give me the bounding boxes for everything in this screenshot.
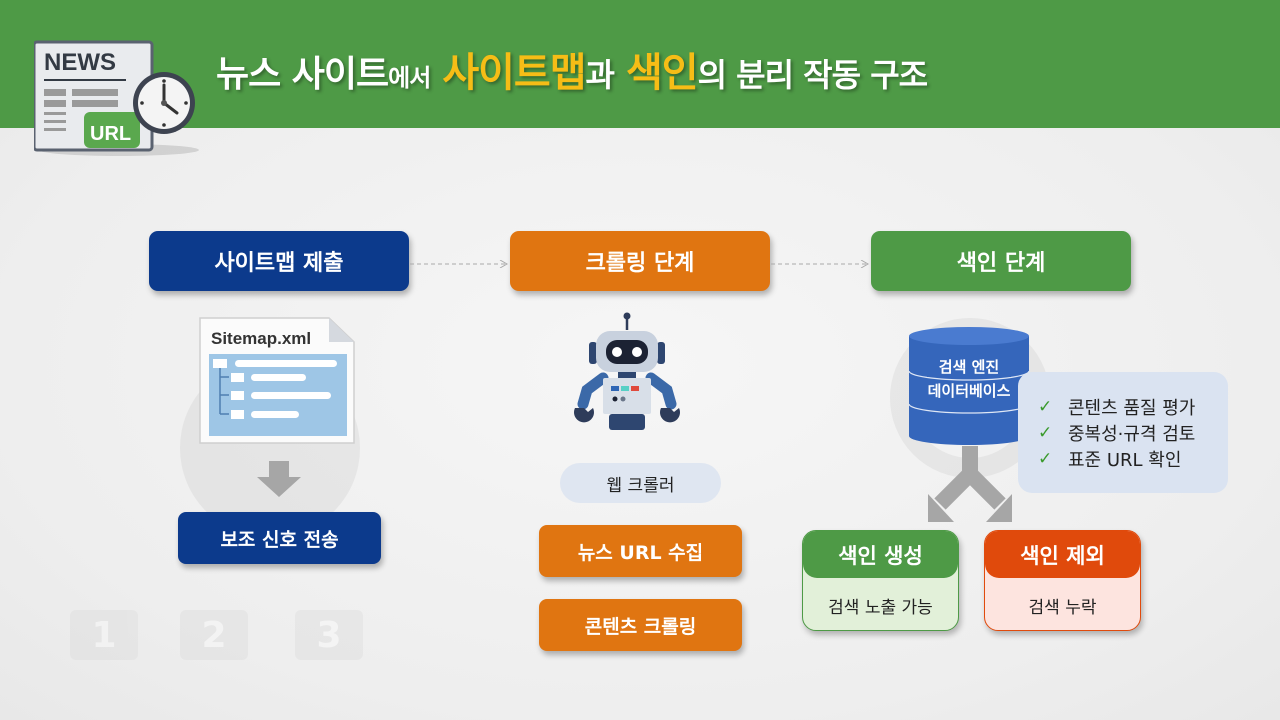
title-part-from: 에서 <box>388 64 431 92</box>
title-part-and: 과 <box>585 56 615 94</box>
title-highlight-index: 색인 <box>625 50 699 96</box>
stage-indexing: 색인 단계 <box>871 231 1131 291</box>
database-label-line2: 데이터베이스 <box>928 382 1011 400</box>
stage-sitemap-submission: 사이트맵 제출 <box>149 231 409 291</box>
dashed-arrow-icon <box>771 260 870 268</box>
title-highlight-sitemap: 사이트맵 <box>442 50 586 96</box>
outcome-indexed-card: 색인 생성 검색 노출 가능 <box>802 530 959 631</box>
bg-step-2: 2 <box>180 610 248 660</box>
database-label-line1: 검색 엔진 <box>939 358 999 376</box>
outcome-excluded-desc: 검색 누락 <box>1028 597 1097 618</box>
step-crawl-content: 콘텐츠 크롤링 <box>539 599 742 651</box>
criteria-item: ✓ 중복성·규격 검토 <box>1038 420 1228 446</box>
checkmark-icon: ✓ <box>1038 397 1053 417</box>
sitemap-filename: Sitemap.xml <box>211 329 311 348</box>
bg-step-1: 1 <box>70 610 138 660</box>
checkmark-icon: ✓ <box>1038 423 1053 443</box>
logo-url-text: URL <box>90 123 131 145</box>
outcome-excluded-title: 색인 제외 <box>985 531 1140 578</box>
split-arrow-icon <box>928 446 1012 522</box>
criteria-item: ✓ 콘텐츠 품질 평가 <box>1038 394 1228 420</box>
title-part-news-site: 뉴스 사이트 <box>216 54 389 95</box>
criteria-item: ✓ 표준 URL 확인 <box>1038 446 1228 472</box>
stage-crawling: 크롤링 단계 <box>510 231 770 291</box>
bg-step-3: 3 <box>295 610 363 660</box>
step-collect-news-url: 뉴스 URL 수집 <box>539 525 742 577</box>
outcome-indexed-title: 색인 생성 <box>803 531 958 578</box>
page-title: 뉴스 사이트 에서 사이트맵 과 색인 의 분리 작동 구조 <box>216 40 929 100</box>
outcome-indexed-desc: 검색 노출 가능 <box>828 597 933 618</box>
criteria-label: 표준 URL 확인 <box>1068 450 1182 471</box>
sitemap-file-icon: Sitemap.xml <box>199 317 355 444</box>
auxiliary-signal-box: 보조 신호 전송 <box>178 512 381 564</box>
title-part-rest: 의 분리 작동 구조 <box>697 56 929 94</box>
dashed-arrow-icon <box>410 260 509 268</box>
web-crawler-robot-icon <box>574 312 680 430</box>
search-engine-database-icon: 검색 엔진 데이터베이스 <box>908 327 1030 445</box>
down-arrow-icon <box>257 461 301 497</box>
outcome-excluded-card: 색인 제외 검색 누락 <box>984 530 1141 631</box>
criteria-label: 중복성·규격 검토 <box>1068 424 1196 445</box>
checkmark-icon: ✓ <box>1038 449 1053 469</box>
logo-news-text: NEWS <box>44 49 116 76</box>
web-crawler-label: 웹 크롤러 <box>560 463 721 503</box>
criteria-label: 콘텐츠 품질 평가 <box>1068 398 1196 419</box>
news-clock-logo-icon: NEWS URL <box>34 40 199 156</box>
evaluation-criteria-panel: ✓ 콘텐츠 품질 평가 ✓ 중복성·규격 검토 ✓ 표준 URL 확인 <box>1018 372 1228 493</box>
header-banner: 뉴스 사이트 에서 사이트맵 과 색인 의 분리 작동 구조 <box>0 0 1280 128</box>
